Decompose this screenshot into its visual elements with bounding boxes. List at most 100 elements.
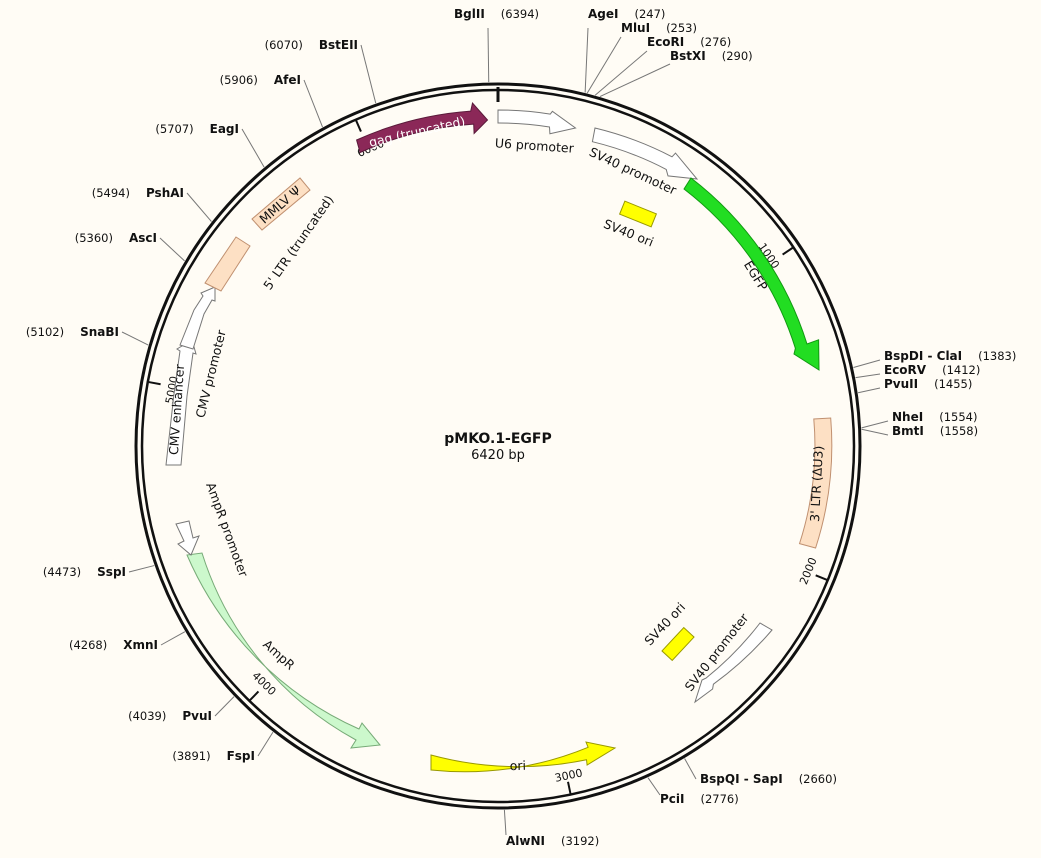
site-position: (5906): [220, 73, 258, 87]
site-leader-line: [241, 128, 265, 168]
site-leader-line: [186, 192, 212, 222]
site-position: (253): [666, 21, 697, 35]
site-name: NheI: [892, 410, 923, 424]
site-position: (4473): [43, 565, 81, 579]
feature-sv40-ori-1[interactable]: SV40 ori: [601, 200, 658, 250]
site-eagi[interactable]: (5707) EagI: [155, 118, 265, 168]
site-label: BspQI - SapI (2660): [700, 768, 837, 787]
feature-gag-arrow[interactable]: [356, 102, 489, 154]
site-position: (1554): [939, 410, 977, 424]
site-position: (1455): [934, 377, 972, 391]
site-leader-line: [360, 44, 377, 104]
feature-3ltr-box[interactable]: [798, 417, 833, 549]
tick-mark-4000: [249, 690, 260, 701]
feature-sv40-promoter-2-arrow[interactable]: [694, 622, 773, 704]
site-pshai[interactable]: (5494) PshAI: [92, 182, 212, 222]
site-label: EcoRI (276): [647, 31, 731, 50]
site-label: BmtI (1558): [892, 420, 978, 439]
site-asci[interactable]: (5360) AscI: [75, 227, 185, 262]
feature-gag-label: gag (truncated): [367, 113, 466, 150]
site-name: SnaBI: [80, 325, 119, 339]
site-agei[interactable]: AgeI (247): [584, 3, 665, 93]
site-bspqi-sapi[interactable]: BspQI - SapI (2660): [684, 758, 837, 787]
feature-sv40-ori-2-box[interactable]: [661, 626, 695, 662]
site-position: (6070): [265, 38, 303, 52]
feature-sv40-ori-1-box[interactable]: [618, 200, 658, 228]
site-leader-line: [857, 387, 881, 394]
site-ecorv[interactable]: EcoRV (1412): [855, 359, 981, 379]
site-leader-line: [684, 758, 697, 780]
tick-mark-1000: [782, 247, 794, 256]
site-fspi[interactable]: (3891) FspI: [172, 731, 274, 764]
feature-u6-promoter[interactable]: U6 promoter: [494, 109, 577, 156]
site-label: (3891) FspI: [172, 745, 255, 764]
feature-mmlv-psi[interactable]: MMLV Ψ: [251, 177, 311, 231]
site-position: (1412): [942, 363, 980, 377]
site-name: EcoRV: [884, 363, 927, 377]
site-name: BstXI: [670, 49, 706, 63]
feature-mmlv-psi-box[interactable]: [251, 177, 311, 231]
site-bmti[interactable]: BmtI (1558): [861, 420, 978, 439]
site-mlui[interactable]: MluI (253): [586, 17, 697, 94]
site-snabi[interactable]: (5102) SnaBI: [26, 321, 149, 346]
site-nhei[interactable]: NheI (1554): [861, 406, 978, 429]
feature-ampr[interactable]: AmpR: [186, 552, 381, 749]
site-label: (4268) XmnI: [69, 634, 158, 653]
site-label: (5102) SnaBI: [26, 321, 119, 340]
site-bsteii[interactable]: (6070) BstEII: [265, 34, 377, 104]
site-position: (5494): [92, 186, 130, 200]
feature-sv40-ori-2[interactable]: SV40 ori: [641, 600, 695, 662]
site-alwni[interactable]: AlwNI (3192): [503, 809, 599, 849]
feature-3ltr-label: 3' LTR (ΔU3): [807, 445, 826, 522]
site-pcii[interactable]: PciI (2776): [647, 777, 739, 807]
feature-ampr-promoter[interactable]: AmpR promoter: [175, 480, 252, 579]
site-name: AscI: [129, 231, 157, 245]
site-leader-line: [594, 50, 648, 96]
feature-u6-promoter-arrow[interactable]: [497, 109, 577, 135]
site-label: (5494) PshAI: [92, 182, 184, 201]
site-leader-line: [861, 420, 889, 429]
feature-sv40-promoter-1[interactable]: SV40 promoter: [587, 127, 699, 198]
site-leader-line: [647, 777, 661, 796]
site-label: (5906) AfeI: [220, 69, 301, 88]
site-leader-line: [121, 331, 149, 346]
site-leader-line: [855, 373, 881, 379]
feature-cmv-enhancer[interactable]: CMV enhancer: [165, 339, 197, 466]
feature-ampr-promoter-label: AmpR promoter: [203, 480, 251, 579]
feature-ori-arrow[interactable]: [430, 741, 617, 773]
site-sspi[interactable]: (4473) SspI: [43, 561, 155, 580]
feature-egfp-arrow[interactable]: [683, 177, 820, 371]
site-label: BglII (6394): [454, 3, 539, 22]
feature-ori[interactable]: ori: [430, 741, 617, 774]
feature-ampr-promoter-arrow[interactable]: [175, 520, 200, 556]
site-label: EcoRV (1412): [884, 359, 980, 378]
site-leader-line: [503, 809, 507, 836]
site-leader-line: [487, 27, 490, 83]
feature-5ltr-box[interactable]: [204, 236, 251, 292]
site-position: (5707): [155, 122, 193, 136]
site-position: (3891): [172, 749, 210, 763]
site-name: BglII: [454, 7, 485, 21]
site-xmni[interactable]: (4268) XmnI: [69, 631, 186, 653]
feature-u6-promoter-label: U6 promoter: [494, 135, 575, 156]
feature-sv40-promoter-1-arrow[interactable]: [591, 127, 699, 180]
site-position: (1383): [978, 349, 1016, 363]
site-bstxi[interactable]: BstXI (290): [599, 45, 753, 98]
site-bglii[interactable]: BglII (6394): [454, 3, 539, 83]
feature-ampr-arrow[interactable]: [186, 552, 381, 749]
site-pvuii[interactable]: PvuII (1455): [857, 373, 972, 394]
feature-egfp[interactable]: EGFP: [683, 177, 820, 371]
site-afei[interactable]: (5906) AfeI: [220, 69, 323, 128]
site-pvui[interactable]: (4039) PvuI: [128, 696, 235, 724]
feature-cmv-promoter-arrow[interactable]: [179, 286, 216, 350]
feature-ori-label: ori: [509, 758, 526, 774]
site-name: PvuII: [884, 377, 918, 391]
site-position: (247): [634, 7, 665, 21]
site-name: BmtI: [892, 424, 924, 438]
restriction-sites: BglII (6394) AgeI (247)MluI (253)EcoRI (2…: [26, 3, 1017, 849]
tick-label-2000: 2000: [797, 556, 820, 587]
feature-3ltr[interactable]: 3' LTR (ΔU3): [798, 417, 833, 549]
site-bspdi-clai[interactable]: BspDI - ClaI (1383): [853, 345, 1016, 369]
site-ecori[interactable]: EcoRI (276): [594, 31, 731, 96]
